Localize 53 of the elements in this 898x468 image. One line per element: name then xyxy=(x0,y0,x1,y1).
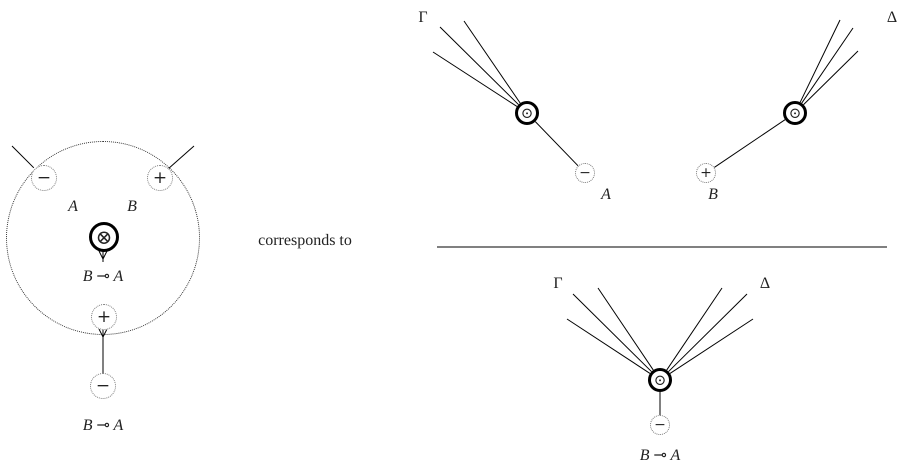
port-circle xyxy=(147,165,173,191)
math-label: Δ xyxy=(886,9,898,27)
node-symbol: ⊙ xyxy=(520,106,534,120)
connector-line xyxy=(598,288,654,371)
connector-line xyxy=(668,294,748,372)
math-label: corresponds to xyxy=(258,232,352,250)
connector-line xyxy=(12,146,34,168)
math-label: A xyxy=(601,186,611,204)
connector-line xyxy=(464,20,521,104)
port-circle xyxy=(91,304,117,330)
math-label: Γ xyxy=(553,275,563,293)
link-circle xyxy=(783,101,807,125)
node-symbol: ⊙ xyxy=(654,372,666,388)
port-circle xyxy=(575,163,595,183)
node-symbol: + xyxy=(152,170,168,186)
connector-line xyxy=(670,318,754,374)
math-label: Δ xyxy=(760,275,770,293)
dotted-circle xyxy=(6,141,200,335)
math-label: B ⊸ A xyxy=(82,416,124,435)
connector-line xyxy=(534,121,579,166)
node-symbol: − xyxy=(36,170,52,186)
math-label: B ⊸ A xyxy=(82,267,124,286)
math-label: B xyxy=(708,186,718,204)
port-circle xyxy=(696,163,716,183)
math-label: B ⊸ A xyxy=(640,446,680,465)
connector-line xyxy=(714,119,786,168)
connector-line xyxy=(572,294,652,372)
node-symbol: + xyxy=(700,166,712,180)
port-circle xyxy=(31,165,57,191)
math-label: A xyxy=(68,198,78,216)
connector-line xyxy=(168,146,194,169)
link-circle xyxy=(89,222,119,252)
port-circle xyxy=(650,415,670,435)
connector-line xyxy=(440,26,519,106)
connector-line xyxy=(800,20,840,103)
connector-line xyxy=(801,28,854,104)
math-label: Γ xyxy=(418,9,428,27)
node-symbol: − xyxy=(579,166,591,180)
port-circle xyxy=(90,373,116,399)
connector-line xyxy=(666,288,722,371)
connector-line xyxy=(432,52,518,107)
connector-line xyxy=(566,318,650,374)
node-symbol: − xyxy=(96,378,110,394)
node-symbol: − xyxy=(654,418,666,432)
link-circle xyxy=(648,368,672,392)
node-symbol: ⊗ xyxy=(96,227,112,247)
connector-line xyxy=(98,250,108,262)
connector-line xyxy=(98,328,108,374)
node-symbol: ⊙ xyxy=(788,106,802,120)
link-circle xyxy=(515,101,539,125)
math-label: B xyxy=(127,198,137,216)
connector-line xyxy=(803,50,858,106)
node-symbol: + xyxy=(96,308,112,326)
